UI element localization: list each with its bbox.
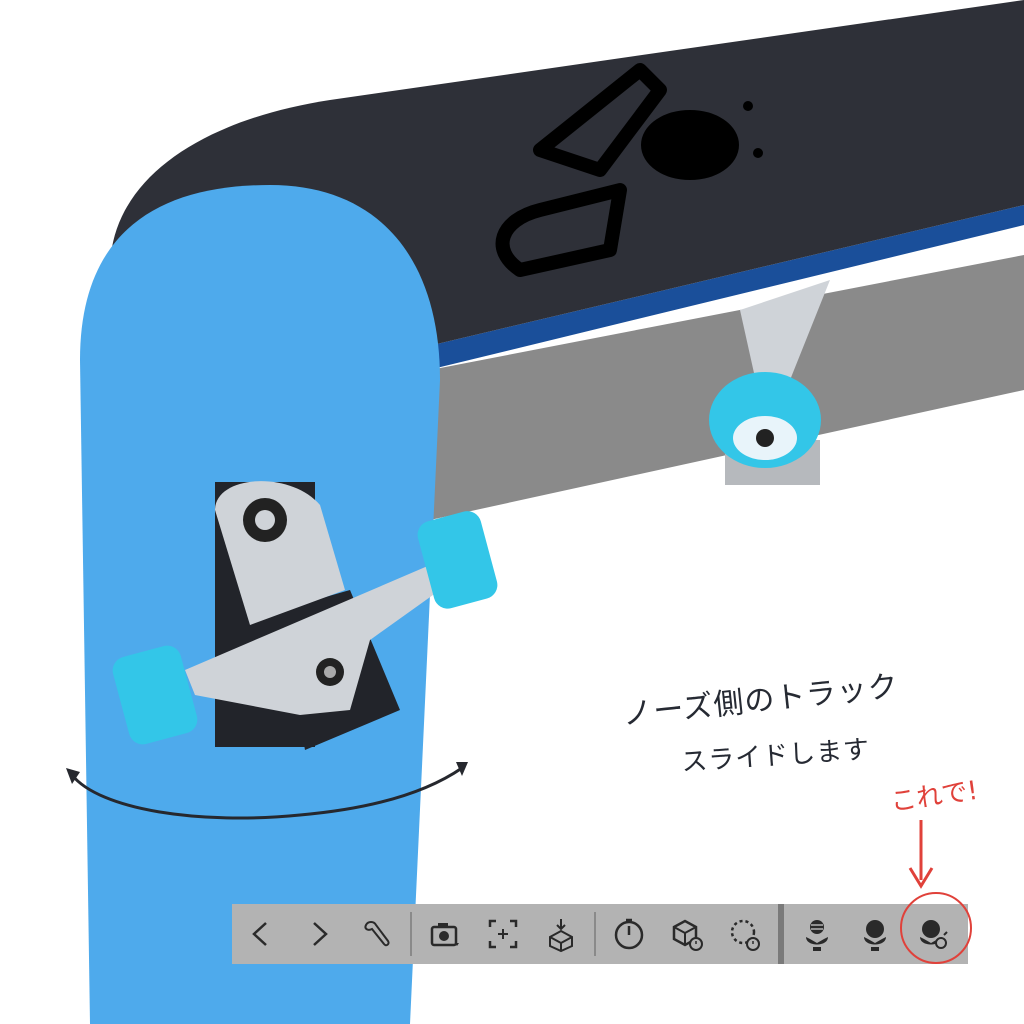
hand-ring-button[interactable] (788, 904, 846, 964)
front-truck-hanger (185, 565, 440, 715)
drop-to-floor-button[interactable] (532, 904, 590, 964)
rotate-timer-button[interactable] (716, 904, 774, 964)
highlight-circle (900, 892, 972, 964)
clock-icon (614, 918, 644, 950)
chevron-right-icon (313, 922, 328, 946)
next-button[interactable] (290, 904, 348, 964)
slide-arrow-head-left (66, 768, 80, 784)
front-truck-kingpin-inner (255, 510, 275, 530)
chevron-left-icon (252, 922, 267, 946)
viewer-toolbar (232, 904, 968, 964)
previous-button[interactable] (232, 904, 290, 964)
deck-hole (743, 101, 753, 111)
camera-button[interactable] (416, 904, 474, 964)
nav-group (232, 904, 406, 964)
rotate-clock-icon (730, 919, 760, 951)
toolbar-divider (594, 912, 596, 956)
deck-hole (753, 148, 763, 158)
hand-ball-button[interactable] (846, 904, 904, 964)
camera-group (416, 904, 590, 964)
deck-doodle (495, 63, 739, 277)
frame-focus-icon (488, 919, 518, 949)
tool-settings-button[interactable] (348, 904, 406, 964)
camera-icon (430, 923, 459, 947)
callout-arrow-head (908, 867, 934, 889)
focus-frame-button[interactable] (474, 904, 532, 964)
toolbar-divider-thick (778, 904, 784, 964)
front-truck-axle-bolt-inner (324, 666, 336, 678)
object-timer-button[interactable] (658, 904, 716, 964)
deck-edge-stripe (420, 205, 1024, 372)
rear-truck-hanger (740, 280, 830, 400)
hand-ball-icon (864, 920, 886, 951)
timer-button[interactable] (600, 904, 658, 964)
rear-wheel-bolt (756, 429, 774, 447)
timing-group (600, 904, 774, 964)
slide-arrow-head-right (456, 762, 468, 776)
slide-motion-arrow (70, 766, 463, 820)
toolbar-divider (410, 912, 412, 956)
front-wheel-right (417, 511, 498, 609)
cube-down-icon (549, 919, 573, 953)
front-wheel-left (112, 645, 198, 745)
wrench-icon (364, 921, 390, 947)
hand-ring-icon (806, 920, 828, 951)
cube-clock-icon (672, 919, 703, 951)
